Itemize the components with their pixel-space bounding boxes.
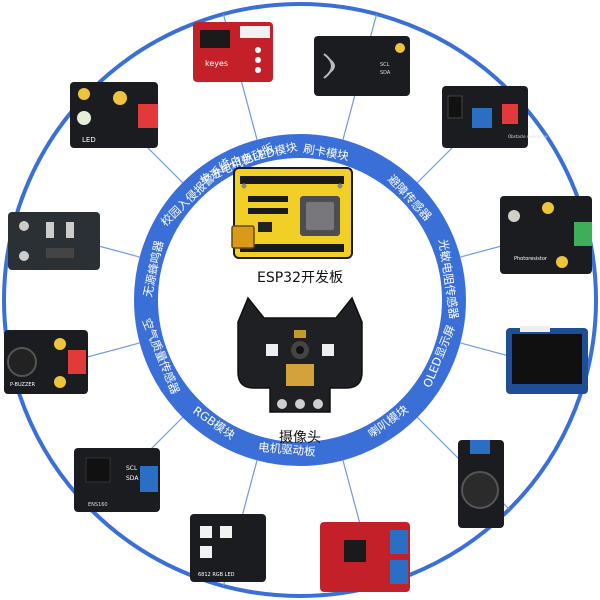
oled-display-image: [506, 326, 588, 394]
rfid-pin-scl: SCL: [380, 62, 390, 68]
center-disc: [159, 159, 441, 441]
rgb-text: 6812 RGB LED: [198, 572, 235, 578]
obstacle-module-text: Obstacle Avoidance: [508, 134, 548, 139]
photoresistor-module-image: Photoresistor: [500, 196, 592, 274]
obstacle-sensor-image: Obstacle Avoidance: [442, 86, 548, 148]
stepper-driver-image: keyes: [193, 22, 273, 82]
rgb-module-image: 6812 RGB LED: [190, 514, 266, 582]
buzzer-text: P-BUZZER: [10, 382, 36, 388]
camera-module-image: [237, 296, 363, 413]
sensor-pin-sda: SDA: [126, 475, 139, 482]
ring-label: 电机驱动板: [258, 440, 317, 459]
esp32-board-label: ESP32开发板: [257, 270, 343, 286]
white-led-module-image: LED: [70, 82, 158, 148]
speaker-module-image: [458, 440, 504, 528]
sensor-pin-scl: SCL: [126, 465, 138, 472]
photoresistor-text: Photoresistor: [514, 256, 548, 262]
camera-label: 摄像头: [279, 430, 321, 446]
buzzer-module-image: P-BUZZER: [4, 330, 88, 394]
motor-driver-image: [320, 522, 410, 592]
intrusion-sensor-image: [8, 212, 100, 270]
stepper-brand-text: keyes: [205, 59, 228, 68]
rfid-module-image: SCL SDA: [314, 36, 410, 96]
air-quality-sensor-image: SCL SDA ENS160: [74, 448, 160, 512]
label-band: [134, 134, 466, 466]
sensor-model-text: ENS160: [88, 502, 108, 508]
esp32-board-image: [231, 167, 353, 259]
led-module-text: LED: [82, 136, 96, 144]
rfid-pin-sda: SDA: [380, 70, 391, 76]
